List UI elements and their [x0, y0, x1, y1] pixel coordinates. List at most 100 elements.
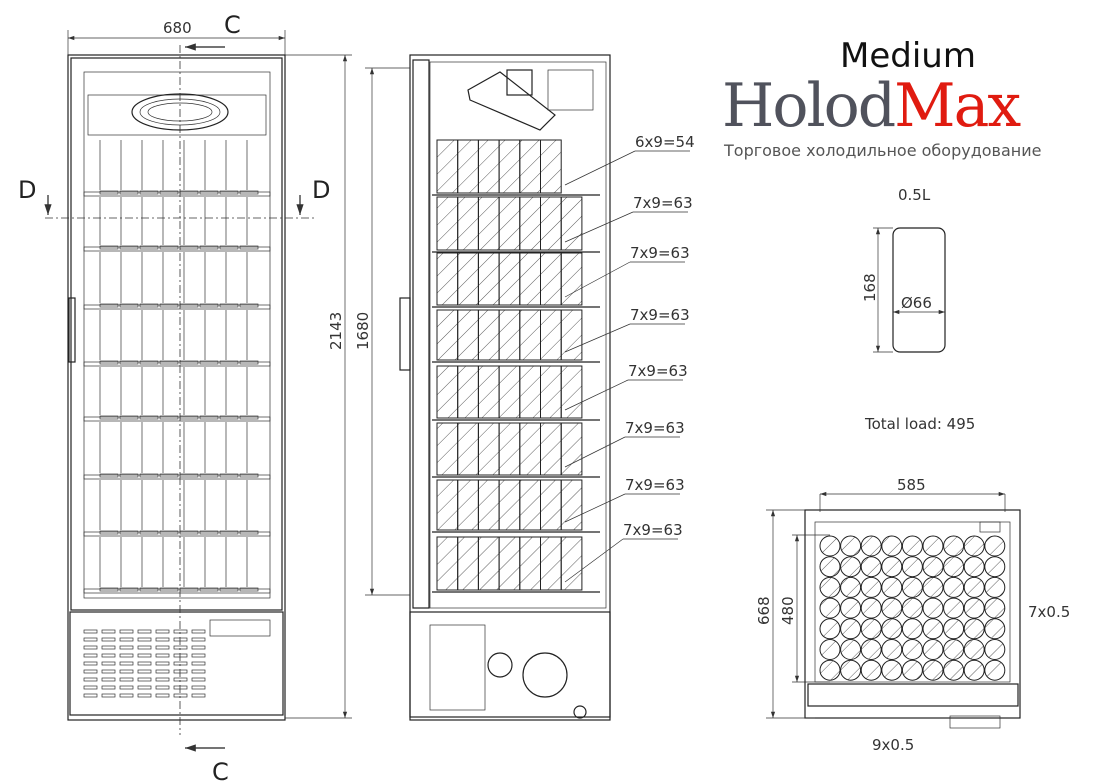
shelf-stopper	[159, 245, 179, 250]
top-bottle	[943, 618, 965, 640]
top-bottle	[819, 535, 841, 557]
side-bottle	[519, 536, 541, 591]
shelf-stopper	[199, 530, 219, 535]
front-shelf	[83, 191, 271, 197]
leader-line	[564, 261, 631, 298]
side-bottle	[498, 196, 521, 251]
top-bottle	[819, 597, 841, 619]
shelf-stopper	[239, 190, 259, 195]
leader-line	[564, 493, 626, 523]
top-bottle	[943, 597, 965, 619]
grille-slot	[101, 677, 116, 682]
shelf-stopper	[119, 360, 139, 365]
shelf-stopper	[139, 473, 159, 478]
shelf-capacity-label: 7x9=63	[630, 244, 690, 262]
side-bottle	[477, 536, 500, 591]
front-shelf	[83, 246, 271, 252]
top-bottle	[840, 659, 862, 681]
grille-slot	[101, 669, 116, 674]
top-bottle	[922, 535, 944, 557]
top-bottle	[943, 535, 965, 557]
grille-slot	[155, 669, 170, 674]
section-c-bottom: C	[212, 758, 229, 783]
top-bottle	[963, 597, 985, 619]
cols-label: 9x0.5	[872, 736, 914, 754]
grille-slot	[137, 669, 152, 674]
grille-slot	[191, 661, 206, 666]
top-bottle	[922, 639, 944, 660]
top-bottle	[943, 659, 965, 681]
shelf-stopper	[159, 473, 179, 478]
top-bottle	[922, 556, 944, 578]
shelf-capacity-label: 7x9=63	[623, 521, 683, 539]
shelf-capacity-label: 7x9=63	[625, 419, 685, 437]
top-bottle	[901, 556, 923, 578]
side-bottle	[540, 365, 562, 419]
top-bottle	[819, 556, 841, 578]
shelf-stopper	[99, 473, 119, 478]
front-shelf	[83, 588, 271, 594]
side-bottle	[519, 309, 541, 361]
shelf-stopper	[239, 303, 259, 308]
grille-slot	[155, 677, 170, 682]
grille-slot	[119, 685, 134, 690]
grille-slot	[173, 645, 188, 650]
top-bottle	[840, 597, 862, 619]
side-bottle	[498, 365, 521, 419]
grille-slot	[83, 693, 98, 698]
top-bottle	[943, 556, 965, 578]
grille-slot	[191, 685, 206, 690]
side-bottle	[498, 479, 521, 531]
front-shelf	[83, 531, 271, 537]
grille-slot	[191, 693, 206, 698]
side-bottle	[436, 196, 459, 251]
front-height-dim: 2143	[327, 312, 345, 350]
top-width-dim: 585	[897, 476, 926, 494]
grille-slot	[83, 645, 98, 650]
front-view: 680 C C D D 2143	[18, 11, 352, 783]
shelf-stopper	[159, 415, 179, 420]
shelf-stopper	[239, 415, 259, 420]
top-bottle	[860, 639, 882, 660]
side-bottle	[560, 422, 583, 476]
grille-slot	[173, 661, 188, 666]
shelf-stopper	[99, 303, 119, 308]
grille-slot	[155, 629, 170, 634]
shelf-stopper	[139, 303, 159, 308]
side-bottle	[477, 365, 500, 419]
bottle-height-dim: 168	[861, 273, 879, 302]
grille-slot	[101, 637, 116, 642]
section-d-right: D	[312, 176, 330, 204]
grille-slot	[83, 653, 98, 658]
grille-slot	[137, 693, 152, 698]
shelf-stopper	[139, 245, 159, 250]
grille-slot	[83, 629, 98, 634]
top-bottle	[860, 618, 882, 640]
side-bottle	[436, 252, 459, 306]
top-bottle	[984, 556, 1006, 578]
grille-slot	[155, 637, 170, 642]
side-bottle	[477, 139, 500, 194]
front-shelf	[83, 474, 271, 480]
top-bottle	[963, 639, 985, 660]
shelf-stopper	[99, 530, 119, 535]
grille-slot	[83, 685, 98, 690]
shelf-stopper	[179, 190, 199, 195]
side-bottle	[457, 309, 479, 361]
shelf-stopper	[119, 530, 139, 535]
shelf-stopper	[139, 415, 159, 420]
shelf-capacity-label: 7x9=63	[625, 476, 685, 494]
shelf-stopper	[139, 360, 159, 365]
side-bottle	[560, 479, 583, 531]
shelf-stopper	[219, 473, 239, 478]
shelf-stopper	[119, 245, 139, 250]
shelf-stopper	[199, 245, 219, 250]
top-bottle	[984, 618, 1006, 640]
side-bottle	[519, 139, 541, 194]
top-bottle	[943, 576, 965, 598]
top-bottle	[901, 535, 923, 557]
side-bottle	[540, 422, 562, 476]
top-bottle	[840, 576, 862, 598]
top-bottle	[840, 535, 862, 557]
leader-line	[564, 436, 626, 468]
